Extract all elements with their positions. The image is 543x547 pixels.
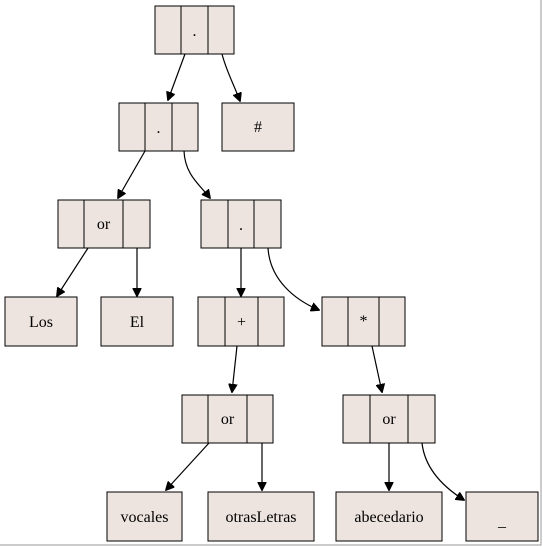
- edges: [57, 53, 464, 500]
- edge-or-to-los: [57, 247, 89, 296]
- node-star: *: [321, 296, 406, 347]
- node-otras-letras-label: otrasLetras: [225, 509, 296, 526]
- edge-concat-right-to-star: [267, 247, 319, 310]
- node-los: Los: [4, 296, 78, 347]
- node-or-vocales: or: [181, 394, 274, 444]
- node-star-label: *: [360, 313, 368, 330]
- node-otras-letras: otrasLetras: [207, 491, 315, 542]
- node-root-concat: .: [154, 5, 235, 55]
- node-or-abc: or: [342, 394, 436, 444]
- node-abecedario-label: abecedario: [354, 509, 423, 526]
- node-underscore-label: _: [497, 513, 507, 530]
- node-plus: +: [197, 296, 285, 347]
- node-los-label: Los: [29, 314, 53, 331]
- node-el: El: [100, 296, 174, 347]
- node-hash: #: [221, 102, 295, 152]
- node-root-concat-label: .: [193, 23, 197, 40]
- node-underscore: _: [465, 491, 539, 542]
- edge-or-abc-to-underscore: [421, 442, 464, 500]
- edge-root-to-hash: [221, 53, 240, 101]
- edge-star-to-or-abc: [371, 345, 382, 392]
- edge-plus-to-or-vocales: [232, 345, 238, 392]
- node-or-los-el: or: [57, 199, 151, 249]
- node-or-los-el-label: or: [97, 216, 111, 233]
- node-concat-left-label: .: [157, 120, 161, 137]
- node-vocales-label: vocales: [121, 509, 169, 526]
- node-or-abc-label: or: [382, 411, 396, 428]
- edge-root-to-concat-left: [168, 53, 186, 100]
- edge-or-vocales-to-vocales: [166, 442, 210, 490]
- node-concat-left: .: [118, 102, 199, 152]
- node-plus-label: +: [237, 314, 246, 331]
- edge-concat-left-to-or: [118, 150, 146, 198]
- node-or-vocales-label: or: [221, 411, 235, 428]
- node-abecedario: abecedario: [335, 491, 443, 542]
- node-hash-label: #: [254, 119, 262, 136]
- edge-concat-left-to-concat-right: [183, 150, 210, 198]
- node-concat-right: .: [200, 199, 282, 249]
- node-vocales: vocales: [106, 491, 183, 542]
- node-concat-right-label: .: [239, 217, 243, 234]
- node-el-label: El: [130, 314, 145, 331]
